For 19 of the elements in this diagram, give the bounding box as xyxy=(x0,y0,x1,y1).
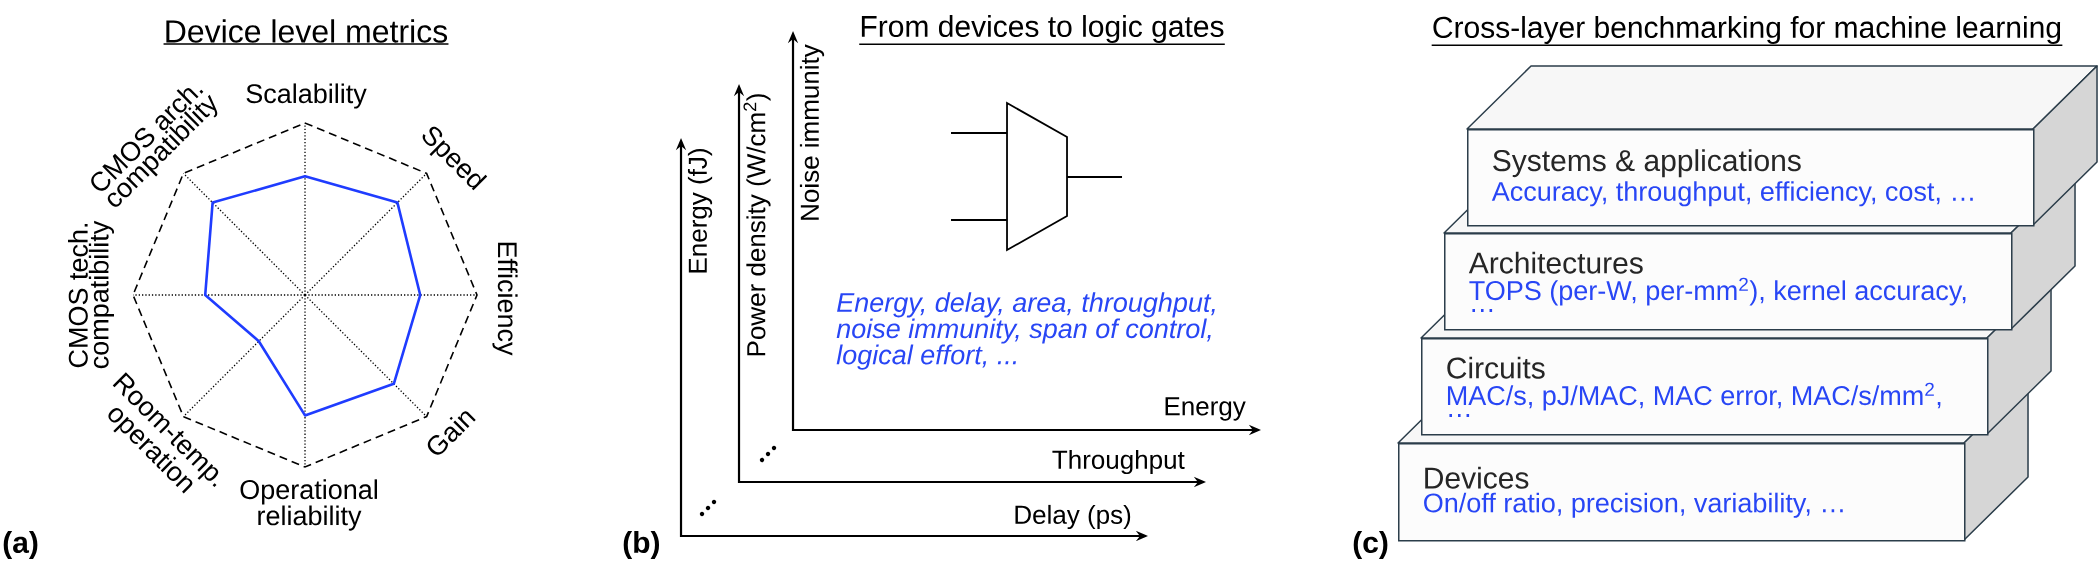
layer-block: Systems & applications Accuracy, throughput, efficiency, cost, … xyxy=(1466,65,2098,227)
metric-list: Energy, delay, area, throughput, noise immunity, span of control, logical effort, ... xyxy=(836,292,1215,370)
panel-heading: From devices to logic gates xyxy=(858,15,1226,45)
metric-label: Efficiency xyxy=(492,242,518,356)
axis-label: Noise immunity xyxy=(799,44,825,220)
axis-label: Throughput xyxy=(1052,449,1185,475)
metric-label: Operational reliability xyxy=(240,479,377,531)
metric-label: CMOS tech. compatibility xyxy=(68,220,114,369)
panel-letter: (c) xyxy=(1353,531,1388,559)
panel-heading: Device level metrics xyxy=(162,19,450,45)
axis-label: Energy xyxy=(1165,397,1246,421)
axis-label: Delay (ps) xyxy=(1015,504,1131,530)
axis-label: Power density (W/cm$^{2}$) xyxy=(743,94,771,356)
axis-label: Energy (fJ) xyxy=(687,149,713,273)
panel-heading: Cross-layer benchmarking for machine learning xyxy=(1430,16,2064,46)
panel-letter: (b) xyxy=(623,531,660,559)
metric-label: Gain xyxy=(427,411,476,455)
panel-letter: (a) xyxy=(3,531,38,559)
metric-label: Scalability xyxy=(246,83,367,109)
